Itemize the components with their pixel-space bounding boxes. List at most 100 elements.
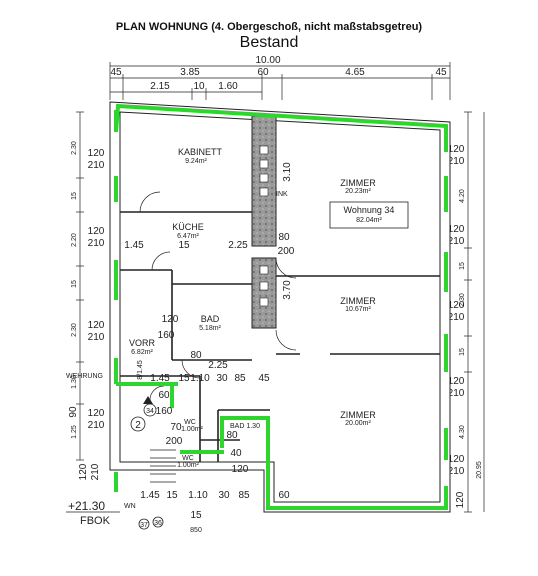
room-zimmer-1-area: 20.23m²: [345, 188, 371, 195]
room-kueche-area: 6.47m²: [177, 233, 199, 240]
door-swings: [139, 191, 297, 401]
left-dimensions: [76, 111, 84, 461]
marker-2: 2: [135, 420, 141, 431]
inner-walls: [120, 211, 440, 462]
win-left-4a: 120: [88, 408, 105, 419]
win-left-3a: 120: [88, 320, 105, 331]
win-left-5a: 120: [78, 463, 89, 480]
win-right-4a: 120: [448, 376, 465, 387]
room-zimmer-3-name: ZIMMER: [340, 410, 376, 420]
outer-walls: [109, 101, 451, 513]
win-left-1b: 210: [88, 160, 105, 171]
marker-34: 34: [146, 408, 154, 415]
label-d200: 200: [278, 246, 295, 257]
dim-left-1: 2.30: [71, 141, 78, 155]
win-right-3b: 210: [448, 312, 465, 323]
label-d15a: 15: [178, 240, 190, 251]
win-right-6: 120: [455, 491, 466, 508]
label-row-3: 1.10: [190, 373, 210, 384]
room-kabinett-name: KABINETT: [178, 147, 223, 157]
win-right-5b: 210: [448, 466, 465, 477]
dim-left-5: 2.30: [71, 323, 78, 337]
label-d200b: 200: [166, 436, 183, 447]
label-bad160: 160: [158, 330, 175, 341]
label-bath-note: BAD 1.30: [230, 423, 260, 430]
label-850: 850: [190, 527, 202, 534]
dim-right-4: 15: [459, 348, 466, 356]
win-right-1a: 120: [448, 144, 465, 155]
win-left-1a: 120: [88, 148, 105, 159]
win-right-5a: 120: [448, 454, 465, 465]
room-kabinett-area: 9.24m²: [185, 158, 207, 165]
label-bottom-6: 60: [278, 490, 290, 501]
win-left-4b: 210: [88, 420, 105, 431]
level-fbok: FBOK: [80, 515, 111, 527]
label-row-6: 45: [258, 373, 270, 384]
room-zimmer-1-name: ZIMMER: [340, 178, 376, 188]
unit-name: Wohnung 34: [344, 205, 395, 215]
plan-title: PLAN WOHNUNG (4. Obergeschoß, nicht maßs…: [115, 21, 423, 33]
dim-left-2: 15: [71, 192, 78, 200]
label-row-4: 30: [216, 373, 228, 384]
dim-left-3: 2.20: [71, 233, 78, 247]
label-ink: INK: [276, 191, 288, 198]
win-right-3a: 120: [448, 300, 465, 311]
label-d70: 70: [170, 422, 182, 433]
label-bad120: 120: [162, 314, 179, 325]
room-bad-name: BAD: [201, 314, 220, 324]
win-right-2b: 210: [448, 236, 465, 247]
label-d60: 60: [158, 390, 170, 401]
label-bottom-1: 1.45: [140, 490, 160, 501]
label-row-5: 85: [234, 373, 246, 384]
unit-label-box: [329, 201, 409, 229]
stair-lines: [150, 449, 176, 483]
label-d225a: 2.25: [228, 240, 248, 251]
highlighted-walls: [114, 103, 448, 510]
marker-36: 36: [154, 520, 162, 527]
dim-left-6: 1.30: [71, 375, 78, 389]
dim-top-3: 60: [257, 67, 269, 78]
label-d370: 3.70: [282, 280, 293, 300]
win-left-2b: 210: [88, 238, 105, 249]
dim-top-sub-2: 10: [193, 81, 205, 92]
room-wc-1-name: WC: [184, 419, 196, 426]
dim-right-total: 20.95: [476, 461, 483, 479]
label-d120: 120: [232, 464, 249, 475]
label-row-2: 15: [178, 373, 190, 384]
dim-right-5: 4.30: [459, 425, 466, 439]
dim-top-sub-3: 1.60: [218, 81, 238, 92]
dim-top-4: 4.65: [345, 67, 365, 78]
room-vorr-area: 6.82m²: [131, 349, 153, 356]
marker-37: 37: [140, 522, 148, 529]
win-right-1b: 210: [448, 156, 465, 167]
right-dimensions: [464, 111, 485, 513]
dim-top-sub-1: 2.15: [150, 81, 170, 92]
dim-left-4: 15: [71, 280, 78, 288]
label-bottom-2: 15: [166, 490, 178, 501]
win-left-3b: 210: [88, 332, 105, 343]
room-wc-1-area: 1.00m²: [181, 426, 203, 433]
label-d225b: 2.25: [208, 360, 228, 371]
win-left-2a: 120: [88, 226, 105, 237]
room-zimmer-3-area: 20.00m²: [345, 420, 371, 427]
win-right-4b: 210: [448, 388, 465, 399]
dim-right-3: 2.30: [459, 293, 466, 307]
unit-area: 82.04m²: [356, 217, 382, 224]
level-wn: WN: [124, 503, 136, 510]
dim-right-2: 15: [459, 262, 466, 270]
room-vorr-name: VORR: [129, 338, 156, 348]
room-wc-2-area: 1.00m²: [177, 462, 199, 469]
dim-total: 10.00: [255, 55, 280, 66]
plan-subtitle: Bestand: [239, 34, 299, 51]
label-d15b: 15: [190, 510, 202, 521]
label-d145a: 1.45: [124, 240, 144, 251]
label-d40: 40: [230, 448, 242, 459]
stair-arrow: [143, 396, 153, 404]
dim-top-1: 45: [110, 67, 122, 78]
chimney-flues: [259, 145, 269, 307]
room-kueche-name: KÜCHE: [172, 222, 204, 232]
label-d80: 80: [278, 232, 290, 243]
dim-left-7: 1.25: [71, 425, 78, 439]
dim-top-5: 45: [435, 67, 447, 78]
